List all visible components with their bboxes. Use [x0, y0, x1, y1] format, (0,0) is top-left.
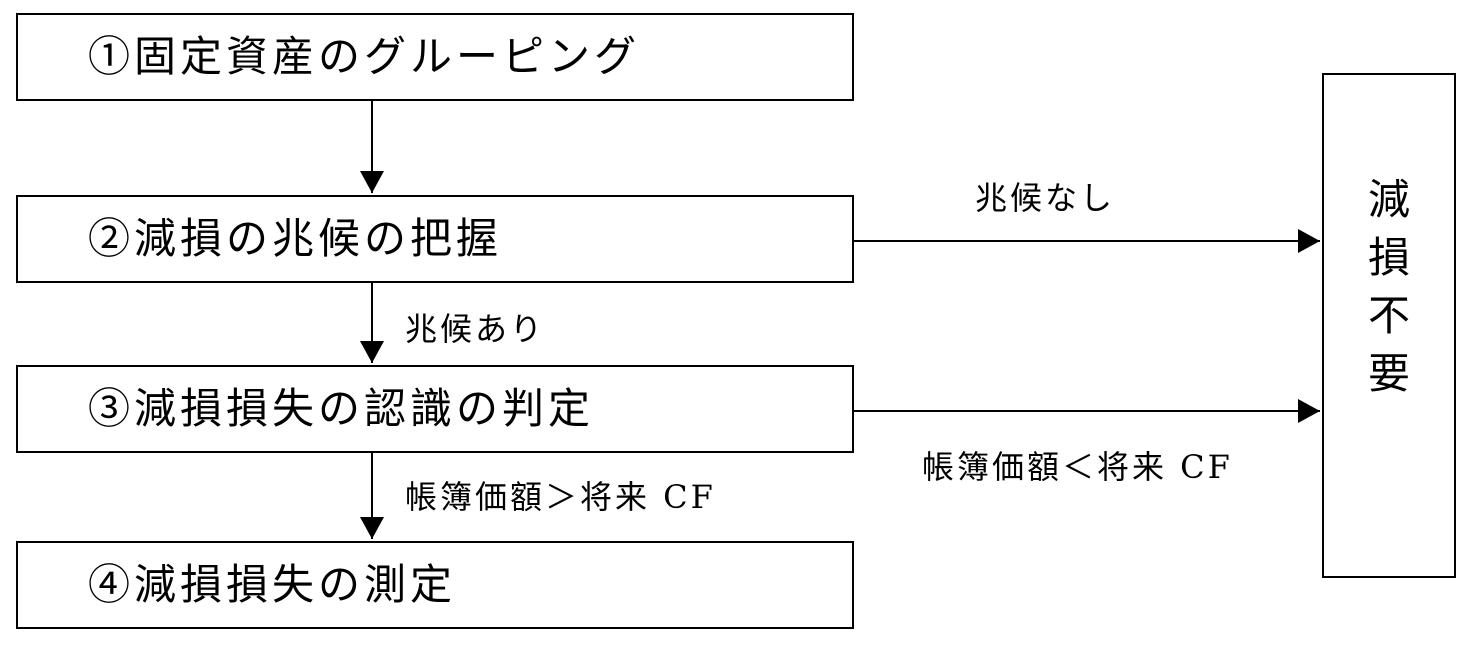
step-grouping-label: ①固定資産のグルーピング	[88, 32, 641, 81]
step-recognition-judgment-box: ③減損損失の認識の判定	[16, 365, 854, 453]
no-impairment-char: 減	[1367, 175, 1410, 224]
step-impairment-indication-box: ②減損の兆候の把握	[16, 195, 854, 283]
step-measurement-label: ④減損損失の測定	[88, 560, 457, 609]
edge-label-indication: 兆候あり	[405, 310, 546, 348]
no-impairment-char: 不	[1367, 291, 1410, 340]
step-measurement-box: ④減損損失の測定	[16, 541, 854, 629]
edge-label-book-greater-than-cf: 帳簿価額＞将来 CF	[405, 478, 716, 516]
no-impairment-char: 要	[1367, 349, 1410, 398]
step-grouping-box: ①固定資産のグルーピング	[16, 13, 854, 101]
edge-label-no-indication: 兆候なし	[975, 179, 1116, 217]
no-impairment-char: 損	[1367, 233, 1410, 282]
no-impairment-box: 減 損 不 要	[1322, 73, 1456, 578]
edge-label-book-less-than-cf: 帳簿価額＜将来 CF	[922, 448, 1233, 486]
step-impairment-indication-label: ②減損の兆候の把握	[88, 214, 503, 263]
no-impairment-label: 減 損 不 要	[1324, 171, 1454, 403]
step-recognition-judgment-label: ③減損損失の認識の判定	[88, 384, 595, 433]
